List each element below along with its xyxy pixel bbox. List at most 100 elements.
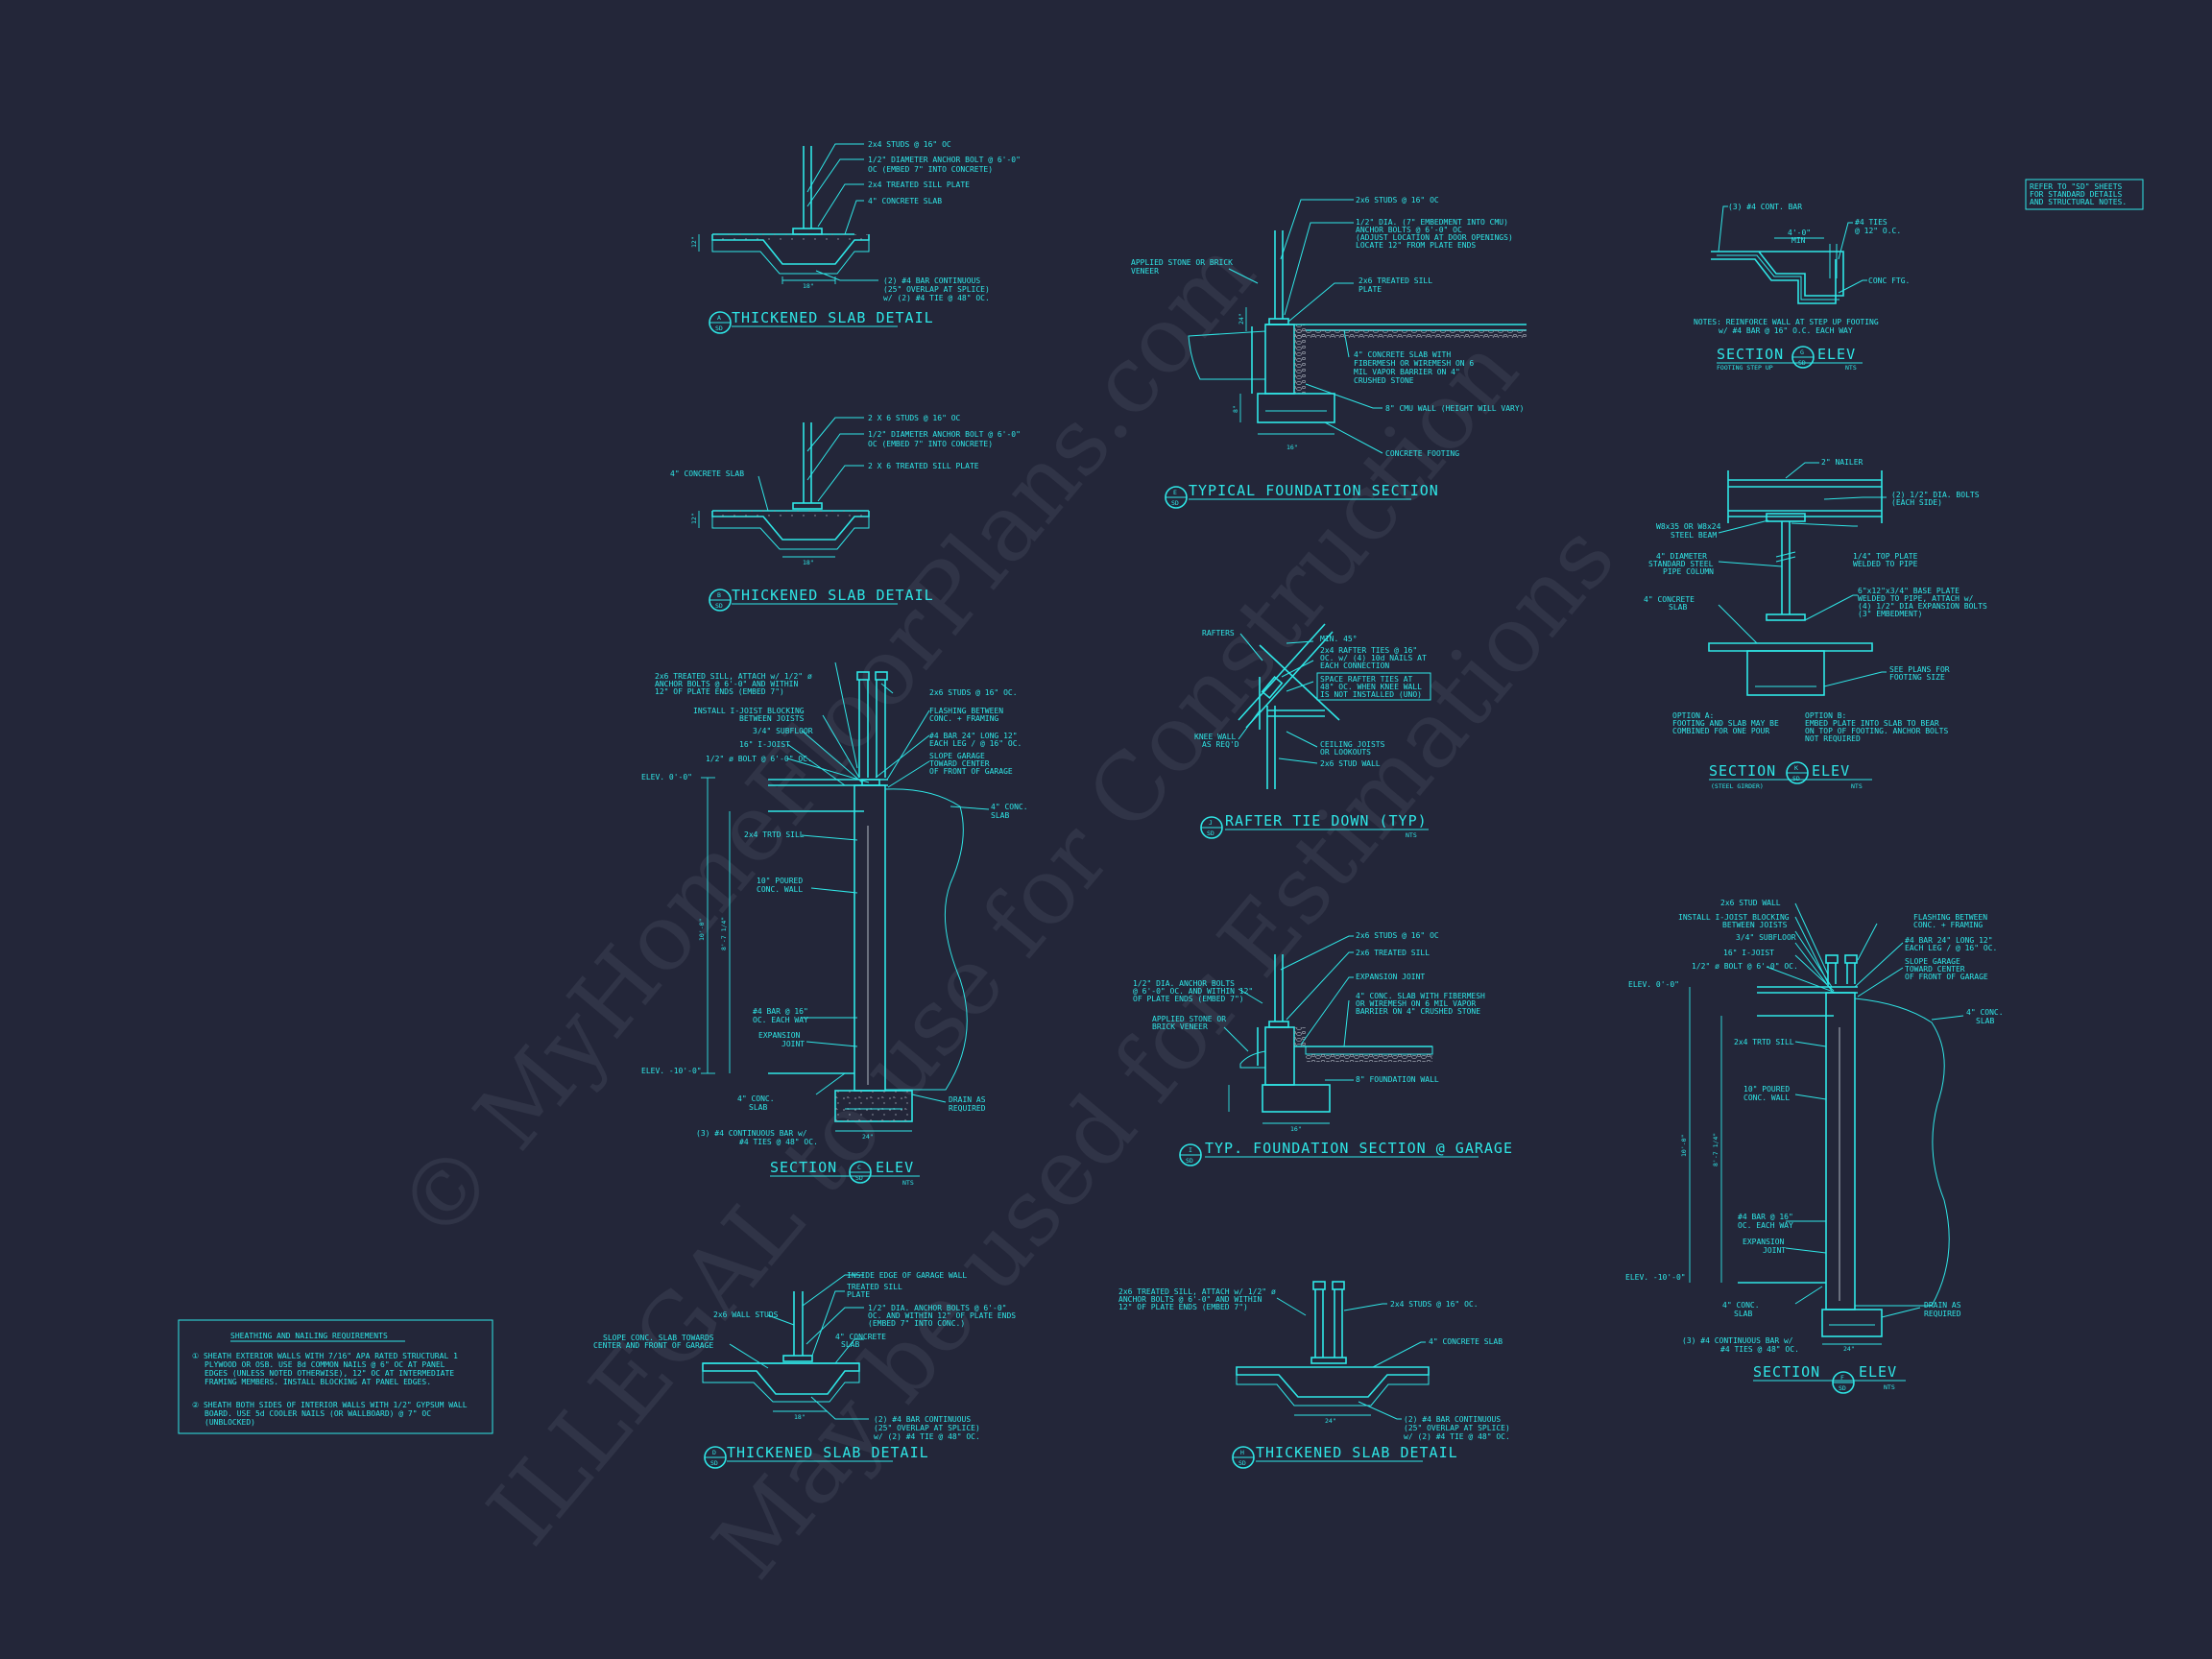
svg-text:SD: SD	[1839, 1384, 1846, 1392]
svg-text:EXPANSION: EXPANSION	[1743, 1238, 1785, 1246]
svg-text:4'-0": 4'-0"	[1788, 228, 1811, 237]
svg-text:OC. AND WITHIN 12" OF PLATE EN: OC. AND WITHIN 12" OF PLATE ENDS	[868, 1311, 1016, 1320]
svg-text:ELEV: ELEV	[1859, 1363, 1897, 1381]
svg-text:OF FRONT OF GARAGE: OF FRONT OF GARAGE	[929, 767, 1013, 776]
svg-text:LOCATE 12" FROM PLATE ENDS: LOCATE 12" FROM PLATE ENDS	[1356, 241, 1476, 250]
svg-text:8" CMU WALL (HEIGHT WILL VARY): 8" CMU WALL (HEIGHT WILL VARY)	[1385, 404, 1525, 413]
svg-text:NTS: NTS	[1406, 831, 1417, 839]
detail-b-thickened-slab: 18" 12" 2 X 6 STUDS @ 16" OC 1/2" DIAMET…	[670, 414, 1021, 612]
svg-text:THICKENED SLAB DETAIL: THICKENED SLAB DETAIL	[1256, 1444, 1458, 1461]
svg-text:BRICK VENEER: BRICK VENEER	[1152, 1022, 1208, 1031]
svg-text:10" POURED: 10" POURED	[1743, 1085, 1790, 1094]
detail-j-rafter-tie-down: RAFTERS MIN. 45° 2x4 RAFTER TIES @ 16" O…	[1194, 623, 1431, 839]
svg-text:STEEL BEAM: STEEL BEAM	[1671, 531, 1717, 540]
svg-text:2 X 6 TREATED SILL PLATE: 2 X 6 TREATED SILL PLATE	[868, 462, 979, 470]
svg-text:2x6 TREATED SILL: 2x6 TREATED SILL	[1356, 949, 1430, 957]
svg-text:NTS: NTS	[1851, 782, 1863, 790]
svg-text:OR LOOKOUTS: OR LOOKOUTS	[1320, 748, 1371, 757]
svg-text:@ 6'-0" OC. AND WITHIN 12": @ 6'-0" OC. AND WITHIN 12"	[1133, 987, 1253, 996]
svg-text:(EMBED 7" INTO CONC.): (EMBED 7" INTO CONC.)	[868, 1319, 965, 1328]
svg-text:8": 8"	[1232, 405, 1239, 413]
svg-text:JOINT: JOINT	[1763, 1246, 1786, 1255]
svg-text:2" NAILER: 2" NAILER	[1821, 458, 1863, 467]
svg-text:FOOTING AND SLAB MAY BE: FOOTING AND SLAB MAY BE	[1672, 719, 1779, 728]
svg-text:16": 16"	[1290, 1125, 1302, 1133]
svg-text:(EACH SIDE): (EACH SIDE)	[1891, 498, 1942, 507]
svg-text:16" I-JOIST: 16" I-JOIST	[739, 740, 790, 749]
svg-text:SLAB: SLAB	[841, 1340, 859, 1349]
svg-text:w/ (2) #4 TIE @ 48" OC.: w/ (2) #4 TIE @ 48" OC.	[1404, 1432, 1510, 1441]
svg-text:EACH LEG / @ 16" OC.: EACH LEG / @ 16" OC.	[929, 739, 1022, 748]
svg-text:4" CONCRETE SLAB WITH: 4" CONCRETE SLAB WITH	[1354, 350, 1451, 359]
svg-text:CONC FTG.: CONC FTG.	[1868, 276, 1910, 285]
svg-text:2x4 STUDS @ 16" OC: 2x4 STUDS @ 16" OC	[868, 140, 951, 149]
svg-text:OC (EMBED 7" INTO CONCRETE): OC (EMBED 7" INTO CONCRETE)	[868, 440, 993, 448]
svg-text:2x6 STUD WALL: 2x6 STUD WALL	[1720, 899, 1781, 907]
detail-d-thickened-slab: 18" INSIDE EDGE OF GARAGE WALL TREATED S…	[593, 1271, 1016, 1469]
svg-text:2x6 STUDS @ 16" OC.: 2x6 STUDS @ 16" OC.	[929, 688, 1018, 697]
svg-text:SLAB: SLAB	[1976, 1017, 1994, 1025]
svg-text:2x4 TRTD SILL: 2x4 TRTD SILL	[744, 830, 805, 839]
svg-text:RAFTERS: RAFTERS	[1202, 629, 1235, 637]
svg-text:(2) 1/2" DIA. BOLTS: (2) 1/2" DIA. BOLTS	[1891, 491, 1980, 499]
svg-text:FRAMING MEMBERS. INSTALL BLOCK: FRAMING MEMBERS. INSTALL BLOCKING AT PAN…	[204, 1378, 431, 1386]
svg-text:SD: SD	[710, 1459, 718, 1467]
svg-text:FOOTING SIZE: FOOTING SIZE	[1889, 673, 1945, 682]
svg-text:B: B	[717, 591, 721, 599]
detail-f-notes-left: 2x6 STUD WALL INSTALL I-JOIST BLOCKING B…	[1625, 899, 1799, 1354]
svg-text:4" CONCRETE SLAB: 4" CONCRETE SLAB	[868, 197, 942, 205]
svg-text:PLYWOOD OR OSB. USE 8d COMMON: PLYWOOD OR OSB. USE 8d COMMON NAILS @ 6"…	[204, 1360, 445, 1369]
svg-text:I: I	[1189, 1146, 1192, 1154]
svg-text:WELDED TO PIPE, ATTACH w/: WELDED TO PIPE, ATTACH w/	[1858, 594, 1974, 603]
svg-text:AND STRUCTURAL NOTES.: AND STRUCTURAL NOTES.	[2030, 198, 2127, 206]
svg-text:w/ #4 BAR @ 16" O.C. EACH WAY: w/ #4 BAR @ 16" O.C. EACH WAY	[1719, 326, 1853, 335]
svg-text:SLOPE GARAGE: SLOPE GARAGE	[1905, 957, 1960, 966]
detail-h-thickened-slab: 24" 2x6 TREATED SILL, ATTACH w/ 1/2" ø A…	[1118, 1281, 1510, 1469]
svg-text:PLATE: PLATE	[1358, 285, 1382, 294]
svg-text:CONC. + FRAMING: CONC. + FRAMING	[1913, 921, 1983, 929]
svg-text:BARRIER ON 4" CRUSHED STONE: BARRIER ON 4" CRUSHED STONE	[1356, 1007, 1480, 1016]
svg-text:FOR STANDARD DETAILS: FOR STANDARD DETAILS	[2030, 190, 2123, 199]
svg-text:#4 BAR @ 16": #4 BAR @ 16"	[1738, 1213, 1793, 1221]
svg-text:2x6 TREATED SILL, ATTACH w/ 1/: 2x6 TREATED SILL, ATTACH w/ 1/2" ø	[1118, 1287, 1276, 1296]
svg-text:D: D	[712, 1449, 716, 1456]
svg-text:24": 24"	[1843, 1345, 1855, 1353]
detail-d-title: D SD THICKENED SLAB DETAIL	[704, 1444, 928, 1469]
svg-text:16" I-JOIST: 16" I-JOIST	[1723, 949, 1774, 957]
svg-text:APPLIED STONE OR: APPLIED STONE OR	[1152, 1015, 1226, 1023]
svg-text:(ADJUST LOCATION AT DOOR OPENI: (ADJUST LOCATION AT DOOR OPENINGS)	[1356, 233, 1513, 242]
detail-i-foundation-garage: 16" 2x6 STUDS @ 16" OC 2x6 TREATED SILL …	[1133, 931, 1513, 1166]
svg-text:18": 18"	[794, 1413, 805, 1421]
svg-text:SLAB: SLAB	[1669, 603, 1687, 612]
svg-text:10'-0": 10'-0"	[1680, 1135, 1688, 1157]
svg-text:C: C	[857, 1164, 861, 1171]
svg-text:#4 BAR 24" LONG 12": #4 BAR 24" LONG 12"	[1905, 936, 1993, 945]
svg-text:EDGES (UNLESS NOTED OTHERWISE): EDGES (UNLESS NOTED OTHERWISE), 12" OC A…	[204, 1369, 454, 1378]
svg-text:REQUIRED: REQUIRED	[1924, 1310, 1961, 1318]
detail-g-title: SECTION G SD ELEV FOOTING STEP UP NTS	[1717, 346, 1863, 372]
svg-text:OC. w/ (4) 10d NAILS AT: OC. w/ (4) 10d NAILS AT	[1320, 654, 1427, 662]
svg-text:4" CONCRETE SLAB: 4" CONCRETE SLAB	[1429, 1337, 1503, 1346]
svg-text:OC (EMBED 7" INTO CONCRETE): OC (EMBED 7" INTO CONCRETE)	[868, 165, 993, 174]
svg-text:SECTION: SECTION	[1753, 1363, 1820, 1381]
svg-text:ELEV: ELEV	[1812, 762, 1850, 780]
svg-text:② SHEATH BOTH SIDES OF INTERIO: ② SHEATH BOTH SIDES OF INTERIOR WALLS WI…	[192, 1401, 468, 1409]
detail-c-notes-right: 2x6 STUDS @ 16" OC. FLASHING BETWEEN CON…	[929, 688, 1028, 1113]
svg-text:A: A	[717, 314, 721, 322]
detail-e-title: E SD TYPICAL FOUNDATION SECTION	[1165, 482, 1438, 509]
svg-text:(UNBLOCKED): (UNBLOCKED)	[204, 1418, 255, 1427]
svg-text:SD: SD	[855, 1174, 863, 1182]
svg-text:FLASHING BETWEEN: FLASHING BETWEEN	[1913, 913, 1987, 922]
svg-text:FLASHING BETWEEN: FLASHING BETWEEN	[929, 707, 1003, 715]
svg-text:3/4" SUBFLOOR: 3/4" SUBFLOOR	[1736, 933, 1796, 942]
svg-text:1/2" ø BOLT @ 6'-0" OC.: 1/2" ø BOLT @ 6'-0" OC.	[1692, 962, 1798, 971]
svg-text:G: G	[1800, 349, 1804, 356]
svg-text:10'-0": 10'-0"	[698, 919, 706, 941]
svg-text:TYP. FOUNDATION SECTION @ GARA: TYP. FOUNDATION SECTION @ GARAGE	[1205, 1140, 1513, 1157]
svg-text:EACH LEG / @ 16" OC.: EACH LEG / @ 16" OC.	[1905, 944, 1997, 952]
svg-text:4" CONC.: 4" CONC.	[1966, 1008, 2004, 1017]
svg-text:10" POURED: 10" POURED	[757, 877, 803, 885]
svg-text:(3" EMBEDMENT): (3" EMBEDMENT)	[1858, 610, 1922, 618]
svg-text:2x6 WALL STUDS: 2x6 WALL STUDS	[713, 1310, 779, 1319]
